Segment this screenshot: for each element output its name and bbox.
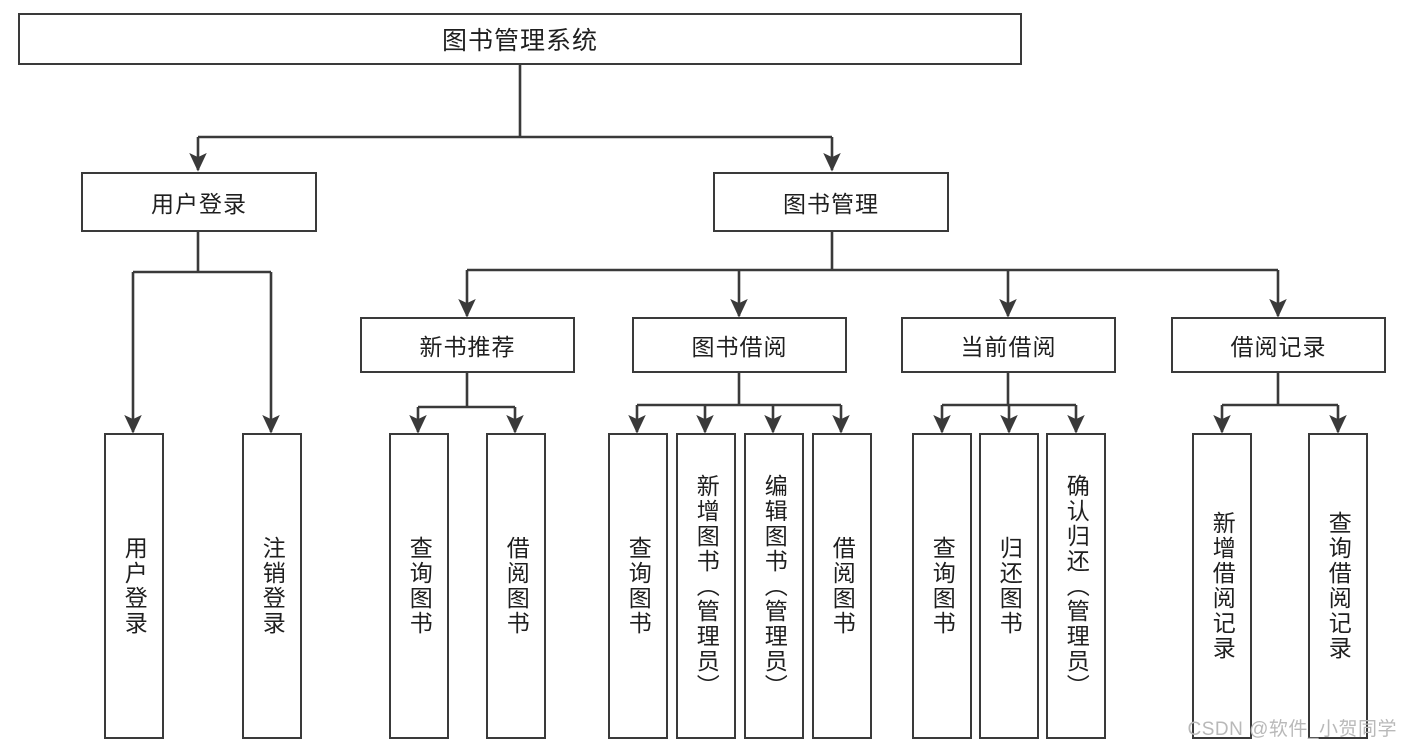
node-leaf-add-record-label: 新增借阅记录 bbox=[1209, 511, 1236, 661]
node-leaf-logout[interactable]: 注销登录 bbox=[242, 433, 302, 739]
node-leaf-confirm-return-label: 确认归还（管理员） bbox=[1063, 473, 1090, 699]
node-leaf-borrow-book-2-label: 借阅图书 bbox=[829, 536, 856, 636]
node-current-borrow[interactable]: 当前借阅 bbox=[901, 317, 1116, 373]
node-root[interactable]: 图书管理系统 bbox=[18, 13, 1022, 65]
node-leaf-add-book[interactable]: 新增图书（管理员） bbox=[676, 433, 736, 739]
node-leaf-query-book-2[interactable]: 查询图书 bbox=[608, 433, 668, 739]
node-leaf-return-book-label: 归还图书 bbox=[996, 536, 1023, 636]
node-leaf-confirm-return[interactable]: 确认归还（管理员） bbox=[1046, 433, 1106, 739]
node-leaf-query-record-label: 查询借阅记录 bbox=[1325, 511, 1352, 661]
node-borrow-record[interactable]: 借阅记录 bbox=[1171, 317, 1386, 373]
node-leaf-edit-book[interactable]: 编辑图书（管理员） bbox=[744, 433, 804, 739]
node-leaf-borrow-book-1-label: 借阅图书 bbox=[503, 536, 530, 636]
node-leaf-add-book-label: 新增图书（管理员） bbox=[693, 473, 720, 699]
node-leaf-logout-label: 注销登录 bbox=[259, 536, 286, 636]
node-new-book-recommend[interactable]: 新书推荐 bbox=[360, 317, 575, 373]
node-user-login-label: 用户登录 bbox=[151, 191, 247, 217]
node-new-book-recommend-label: 新书推荐 bbox=[419, 334, 516, 360]
node-leaf-query-book-1[interactable]: 查询图书 bbox=[389, 433, 449, 739]
node-book-manage[interactable]: 图书管理 bbox=[713, 172, 949, 232]
watermark-text: CSDN @软件_小贺同学 bbox=[1187, 719, 1397, 740]
node-leaf-query-book-2-label: 查询图书 bbox=[625, 536, 652, 636]
node-current-borrow-label: 当前借阅 bbox=[960, 334, 1057, 360]
node-leaf-borrow-book-2[interactable]: 借阅图书 bbox=[812, 433, 872, 739]
node-user-login[interactable]: 用户登录 bbox=[81, 172, 317, 232]
node-leaf-return-book[interactable]: 归还图书 bbox=[979, 433, 1039, 739]
node-book-borrow[interactable]: 图书借阅 bbox=[632, 317, 847, 373]
node-leaf-user-login-label: 用户登录 bbox=[121, 536, 148, 636]
node-leaf-edit-book-label: 编辑图书（管理员） bbox=[761, 473, 788, 699]
node-leaf-borrow-book-1[interactable]: 借阅图书 bbox=[486, 433, 546, 739]
node-leaf-add-record[interactable]: 新增借阅记录 bbox=[1192, 433, 1252, 739]
node-leaf-query-book-3[interactable]: 查询图书 bbox=[912, 433, 972, 739]
node-book-borrow-label: 图书借阅 bbox=[691, 334, 788, 360]
node-book-manage-label: 图书管理 bbox=[783, 191, 879, 217]
node-leaf-query-book-1-label: 查询图书 bbox=[406, 536, 433, 636]
node-borrow-record-label: 借阅记录 bbox=[1230, 334, 1327, 360]
node-leaf-user-login[interactable]: 用户登录 bbox=[104, 433, 164, 739]
node-leaf-query-book-3-label: 查询图书 bbox=[929, 536, 956, 636]
node-root-label: 图书管理系统 bbox=[441, 27, 598, 55]
node-leaf-query-record[interactable]: 查询借阅记录 bbox=[1308, 433, 1368, 739]
